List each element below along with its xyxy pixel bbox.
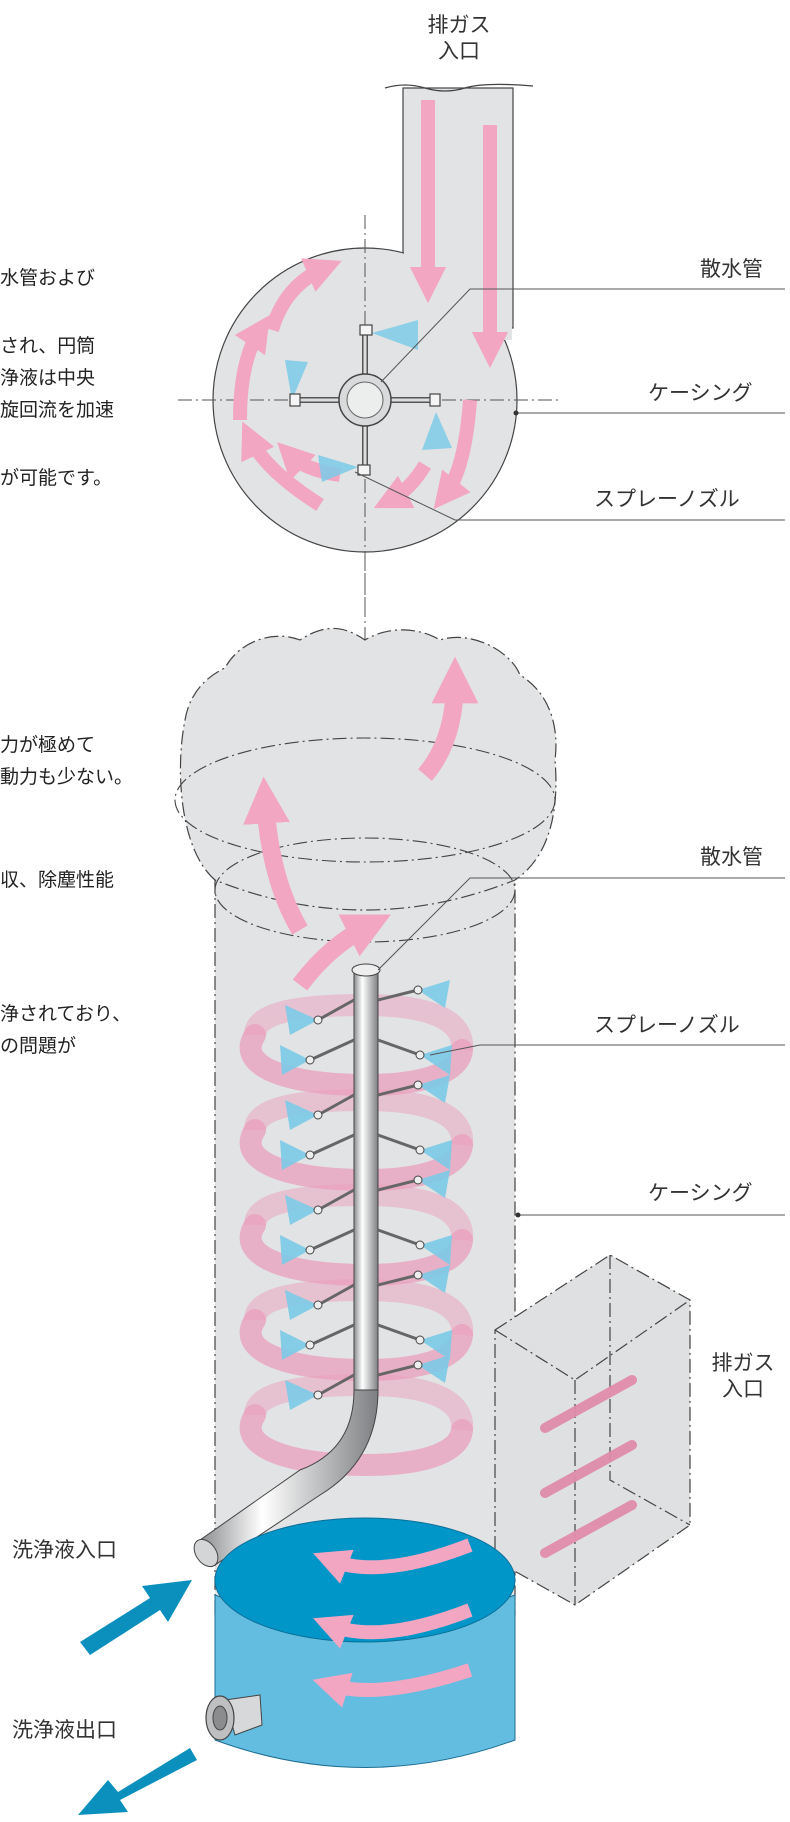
side-spray-pipe bbox=[354, 970, 378, 1390]
top-nozzle bbox=[430, 394, 440, 406]
top-inlet-label-line2: 入口 bbox=[414, 38, 504, 64]
top-nozzle bbox=[360, 325, 372, 335]
callout-top-spray-nozzle: スプレーノズル bbox=[594, 486, 740, 512]
top-nozzle bbox=[290, 394, 300, 406]
cut-text-fragment: され、円筒 bbox=[0, 334, 95, 359]
side-inlet-label-line1: 排ガス bbox=[700, 1350, 786, 1376]
liquid-outlet-label: 洗浄液出口 bbox=[12, 1717, 117, 1743]
cut-text-fragment: 浄液は中央 bbox=[0, 366, 95, 391]
cut-text-fragment: 旋回流を加速 bbox=[0, 398, 114, 423]
liquid-surface bbox=[215, 1518, 515, 1642]
liquid-inlet-label: 洗浄液入口 bbox=[12, 1537, 117, 1563]
side-outlet-cloud bbox=[180, 628, 556, 910]
side-spray-pipe-top bbox=[352, 964, 380, 976]
cut-text-fragment: の問題が bbox=[0, 1034, 76, 1059]
callout-top-spray-pipe: 散水管 bbox=[700, 256, 763, 282]
cut-text-fragment: 浄されており、 bbox=[0, 1002, 131, 1027]
callout-side-casing: ケーシング bbox=[648, 1180, 753, 1206]
callout-side-spray-nozzle: スプレーノズル bbox=[594, 1012, 740, 1038]
top-view bbox=[178, 84, 785, 610]
side-inlet-duct bbox=[495, 1255, 690, 1605]
top-nozzle bbox=[358, 465, 370, 475]
cut-text-fragment: 水管および bbox=[0, 266, 95, 291]
liquid-outlet-arrow bbox=[78, 1748, 197, 1815]
callout-side-spray-pipe: 散水管 bbox=[700, 844, 763, 870]
side-inlet-label-line2: 入口 bbox=[700, 1376, 786, 1402]
cut-text-fragment: が可能です。 bbox=[0, 466, 112, 491]
cut-text-fragment: 動力も少ない。 bbox=[0, 765, 133, 790]
callout-top-casing: ケーシング bbox=[648, 380, 753, 406]
liquid-inlet-arrow bbox=[80, 1580, 192, 1655]
top-inlet-label: 排ガス 入口 bbox=[414, 12, 504, 65]
cut-text-fragment: 収、除塵性能 bbox=[0, 868, 114, 893]
cut-text-fragment: 力が極めて bbox=[0, 733, 95, 758]
top-inlet-label-line1: 排ガス bbox=[414, 12, 504, 38]
side-inlet-label: 排ガス 入口 bbox=[700, 1350, 786, 1403]
